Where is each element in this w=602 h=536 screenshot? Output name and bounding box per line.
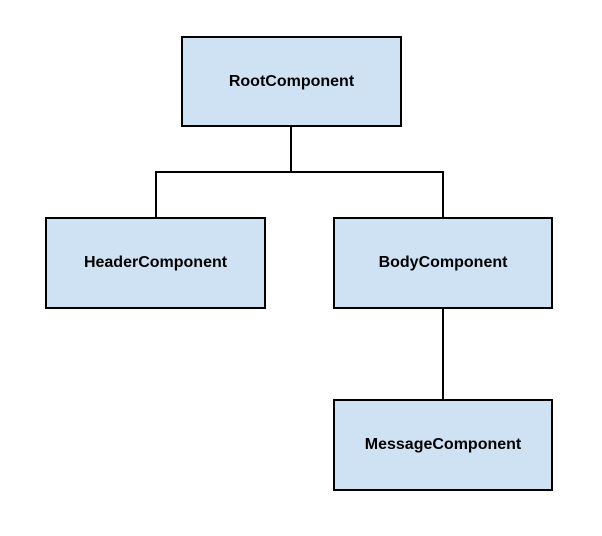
node-header-label: HeaderComponent (83, 254, 228, 271)
edge-root-to-body (290, 126, 444, 218)
node-message-label: MessageComponent (364, 436, 522, 453)
node-header-component: HeaderComponent (45, 217, 266, 309)
node-root-component: RootComponent (181, 36, 402, 127)
node-body-component: BodyComponent (333, 217, 553, 309)
node-root-label: RootComponent (228, 72, 355, 90)
edge-root-to-header (155, 126, 292, 218)
node-message-component: MessageComponent (333, 399, 553, 491)
node-body-label: BodyComponent (378, 254, 508, 271)
